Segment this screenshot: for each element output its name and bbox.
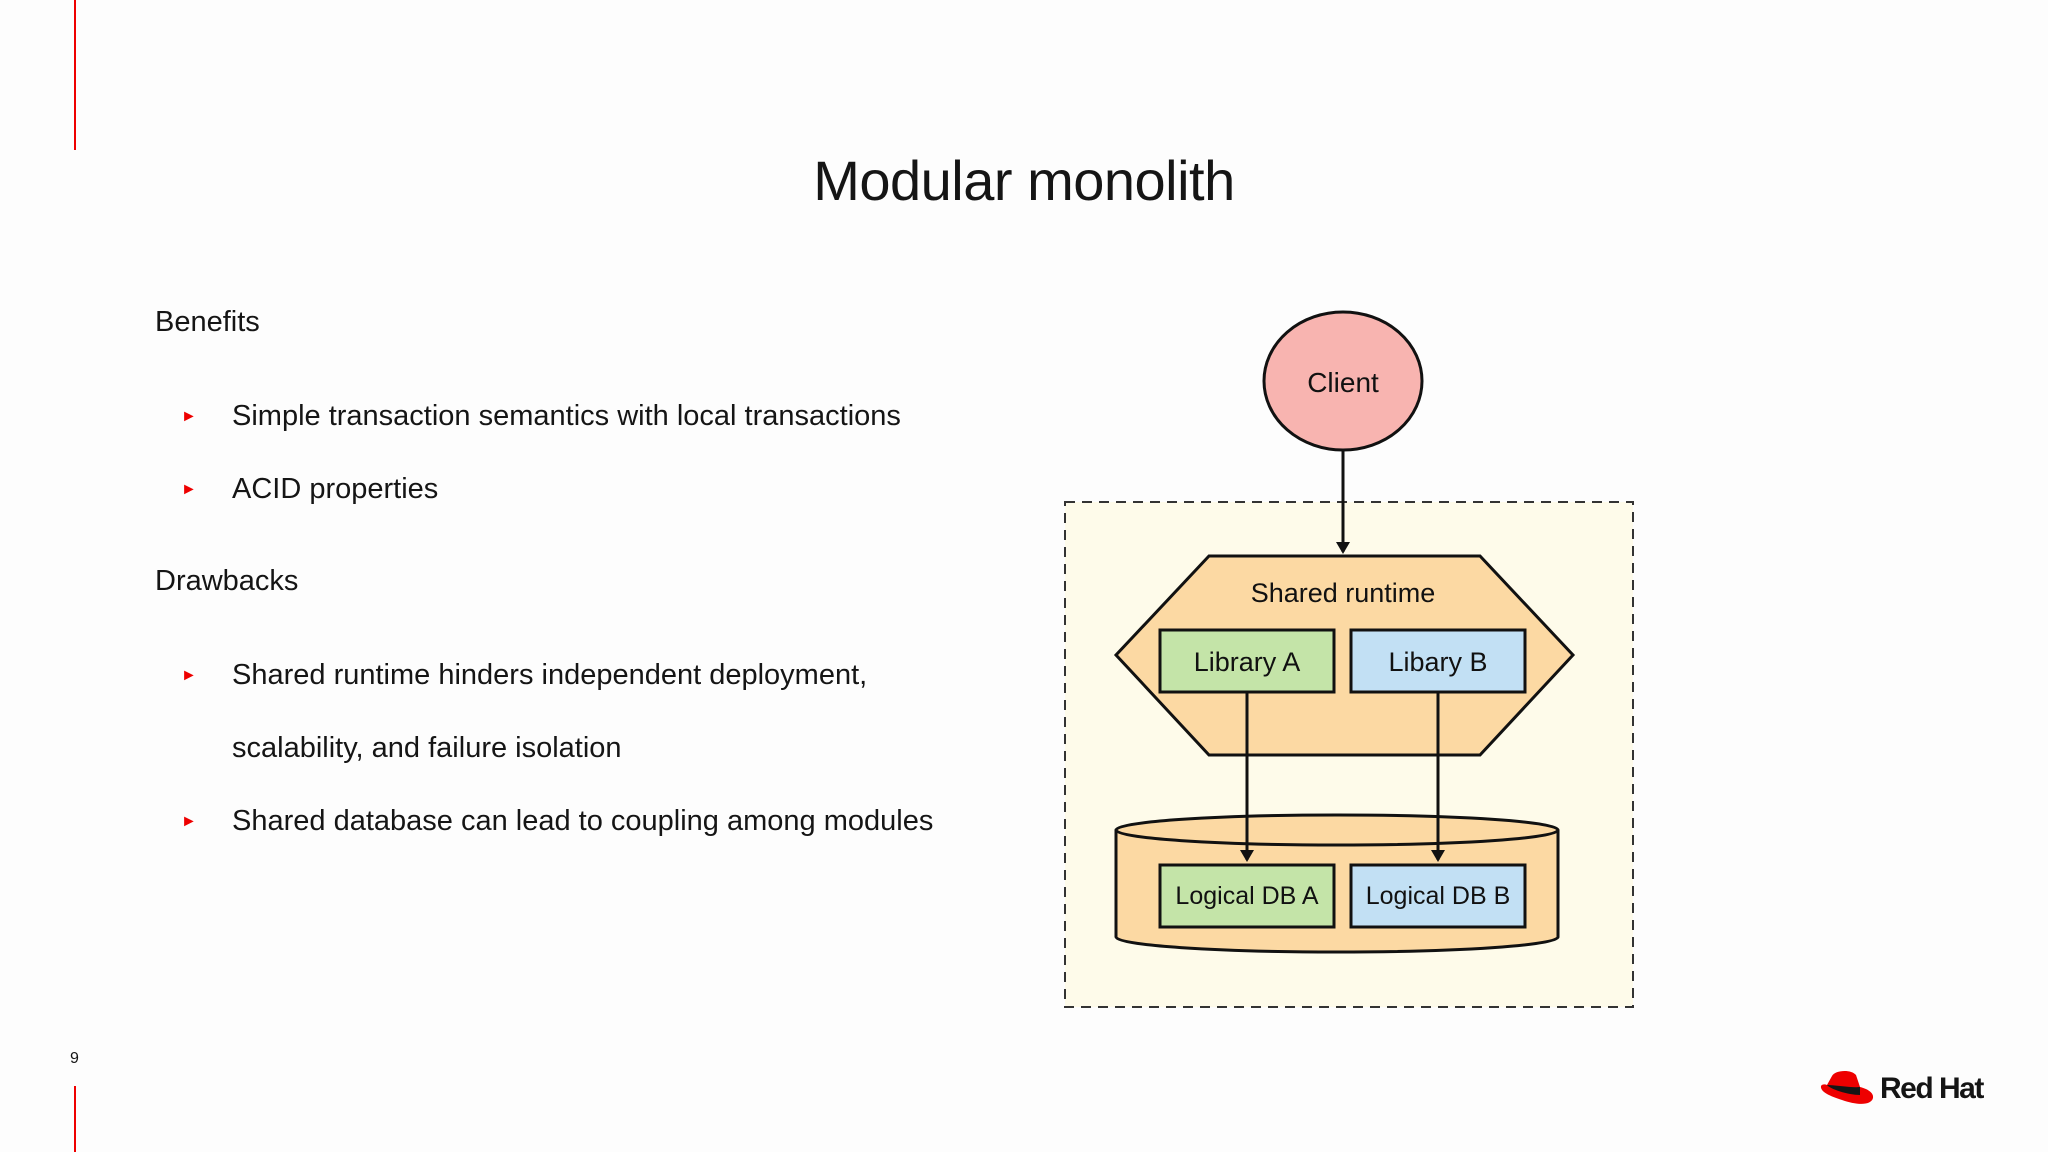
drawbacks-heading: Drawbacks (155, 565, 299, 597)
library-b-label: Libary B (1388, 647, 1487, 677)
list-item-continuation: scalability, and failure isolation (155, 712, 933, 785)
db-a-label: Logical DB A (1175, 882, 1318, 910)
db-b-label: Logical DB B (1366, 882, 1511, 910)
logical-db-b-node (1349, 863, 1527, 929)
shared-runtime-node (1113, 554, 1576, 757)
list-item-text: Shared database can lead to coupling amo… (232, 805, 934, 837)
page-number: 9 (70, 1050, 79, 1067)
drawbacks-list: ► Shared runtime hinders independent dep… (155, 639, 933, 858)
list-item: ► Shared database can lead to coupling a… (155, 785, 933, 858)
list-item-text: Simple transaction semantics with local … (232, 400, 901, 432)
list-item: ► Shared runtime hinders independent dep… (155, 639, 933, 712)
runtime-label: Shared runtime (1251, 578, 1436, 608)
list-item-text: ACID properties (232, 473, 439, 505)
red-hat-logo: Red Hat (1818, 1068, 1998, 1112)
triangle-right-icon: ► (181, 667, 197, 684)
triangle-right-icon: ► (181, 408, 197, 425)
list-item: ► Simple transaction semantics with loca… (155, 380, 901, 453)
triangle-right-icon: ► (181, 481, 197, 498)
slide-title: Modular monolith (813, 149, 1235, 212)
client-label: Client (1307, 367, 1379, 398)
shared-database-rim (1114, 829, 1560, 847)
list-item-text: scalability, and failure isolation (232, 732, 622, 764)
triangle-right-icon: ► (181, 813, 197, 830)
red-hat-icon (1820, 1070, 1874, 1104)
library-a-label: Library A (1194, 647, 1301, 677)
benefits-heading: Benefits (155, 306, 260, 338)
bottom-accent-line (74, 1086, 76, 1152)
modular-monolith-diagram: Client Shared runtime Library A Libary B… (1064, 310, 1634, 1008)
top-accent-line (74, 0, 76, 150)
list-item-text: Shared runtime hinders independent deplo… (232, 659, 868, 691)
logical-db-a-node (1158, 863, 1336, 929)
list-item: ► ACID properties (155, 453, 901, 526)
brand-name: Red Hat (1880, 1072, 1984, 1105)
benefits-list: ► Simple transaction semantics with loca… (155, 380, 901, 526)
